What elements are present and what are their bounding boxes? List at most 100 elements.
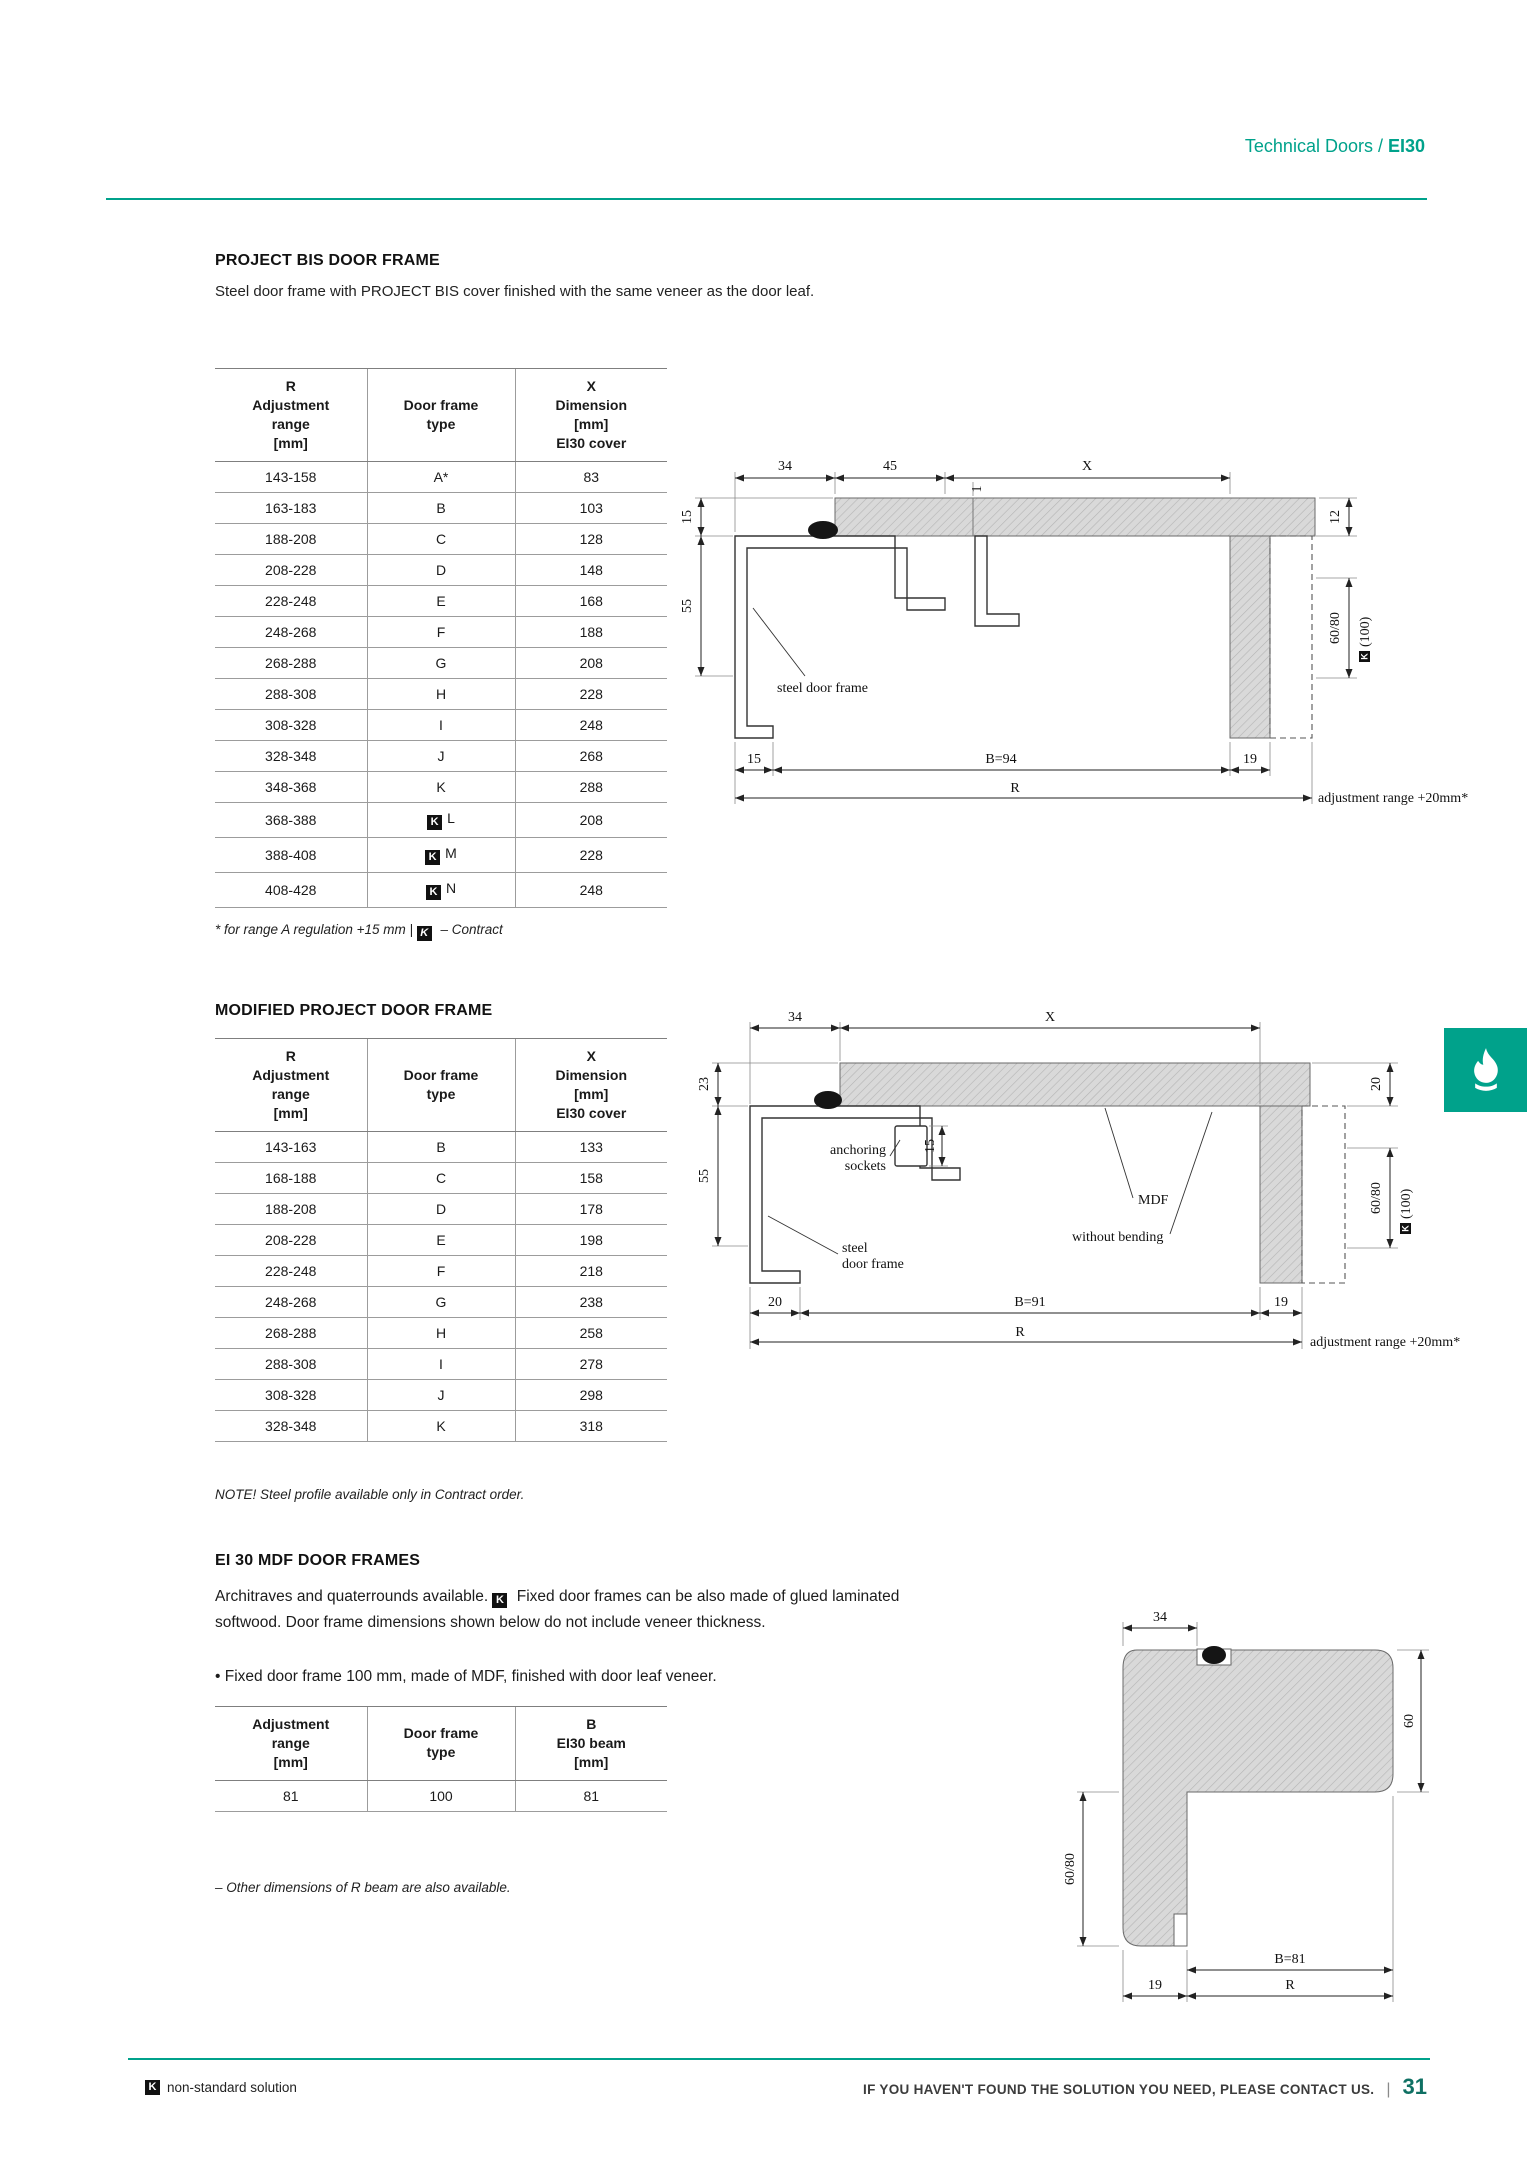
cell-door-frame-type: C [366, 1162, 515, 1194]
column-header: R Adjustment range [mm] [215, 368, 367, 462]
section-title-project-bis: PROJECT BIS DOOR FRAME [215, 252, 440, 269]
page-number: 31 [1402, 2074, 1427, 2099]
legend-text: non-standard solution [167, 2080, 297, 2095]
column-header: Adjustment range [mm] [215, 1706, 367, 1781]
k-mark-icon: K [425, 849, 441, 865]
cell-dimension: 288 [514, 771, 667, 803]
dim-19: 19 [1274, 1295, 1288, 1310]
cell-door-frame-type: H [366, 1317, 515, 1349]
door-leaf-section [1259, 1105, 1303, 1284]
cell-door-frame-type: K [366, 771, 515, 803]
label-steel-door-frame-2: door frame [842, 1257, 904, 1272]
cell-adjustment-range: 308-328 [215, 709, 367, 741]
rebate-notch [1173, 1913, 1188, 1947]
dim-15: 15 [923, 1139, 938, 1153]
dim-34: 34 [1153, 1610, 1167, 1625]
modified-project-drawing: 34 X 23 55 15 20 B=91 19 R 20 60/80 K (1… [690, 1008, 1510, 1353]
cell-adjustment-range: 208-228 [215, 554, 367, 586]
footer-contact: IF YOU HAVEN'T FOUND THE SOLUTION YOU NE… [863, 2074, 1427, 2100]
dim-x: X [1082, 459, 1092, 474]
dim-45: 45 [883, 459, 897, 474]
cell-adjustment-range: 81 [215, 1780, 367, 1812]
dim-20-bottom: 20 [768, 1295, 782, 1310]
paragraph-text-continued: Fixed door frames can be also made of gl… [215, 1588, 900, 1631]
header-divider [106, 198, 1427, 200]
label-without-bending: without bending [1072, 1230, 1163, 1245]
cell-dimension: 248 [514, 709, 667, 741]
cell-dimension: 268 [514, 740, 667, 772]
footnote-text: * for range A regulation +15 mm | [215, 922, 413, 937]
cell-dimension: 168 [514, 585, 667, 617]
column-header: X Dimension [mm] EI30 cover [514, 368, 667, 462]
dim-1: 1 [970, 486, 985, 493]
cell-door-frame-type: D [366, 554, 515, 586]
column-header: Door frame type [366, 1038, 515, 1132]
dim-60-80: 60/80 [1369, 1182, 1384, 1214]
cell-door-frame-type: B [366, 492, 515, 524]
cell-dimension: 81 [514, 1780, 667, 1812]
svg-text:K: K [1360, 653, 1370, 660]
dim-34: 34 [788, 1010, 802, 1025]
dim-55: 55 [680, 599, 695, 613]
section-subtitle-project-bis: Steel door frame with PROJECT BIS cover … [215, 283, 815, 300]
contact-message: IF YOU HAVEN'T FOUND THE SOLUTION YOU NE… [863, 2082, 1375, 2097]
column-header: B EI30 beam [mm] [514, 1706, 667, 1781]
steel-frame-rib [974, 535, 1020, 627]
cell-dimension: 188 [514, 616, 667, 648]
cell-dimension: 208 [514, 802, 667, 838]
cell-dimension: 298 [514, 1379, 667, 1411]
k-mark-icon: K [416, 926, 432, 941]
cell-dimension: 228 [514, 837, 667, 873]
dim-60: 60 [1402, 1714, 1417, 1728]
dim-55: 55 [697, 1169, 712, 1183]
label-steel-door-frame-1: steel [842, 1241, 868, 1256]
cell-door-frame-type: E [366, 1224, 515, 1256]
dimension-lines [695, 472, 1357, 804]
footer-separator: | [1386, 2081, 1391, 2098]
paragraph-text: Architraves and quaterrounds available. [215, 1588, 489, 1605]
cell-dimension: 103 [514, 492, 667, 524]
cell-door-frame-type: I [366, 1348, 515, 1380]
cell-adjustment-range: 328-348 [215, 740, 367, 772]
cell-adjustment-range: 188-208 [215, 523, 367, 555]
section-title-mdf-frames: EI 30 MDF DOOR FRAMES [215, 1552, 421, 1569]
mdf-frames-paragraph: Architraves and quaterrounds available. … [215, 1584, 915, 1635]
cell-adjustment-range: 388-408 [215, 837, 367, 873]
k-mark-icon: K [145, 2080, 160, 2095]
label-adjustment-range: adjustment range +20mm* [1310, 1335, 1460, 1350]
mdf-frame-profile [1122, 1649, 1394, 1947]
cell-dimension: 83 [514, 461, 667, 493]
mdf-frames-bullet: • Fixed door frame 100 mm, made of MDF, … [215, 1668, 717, 1685]
dim-r: R [1010, 781, 1020, 796]
dim-60-80: 60/80 [1063, 1853, 1078, 1885]
cross-section-shapes [1122, 1646, 1394, 1947]
cell-adjustment-range: 168-188 [215, 1162, 367, 1194]
k-badge-100: K (100) [1399, 1188, 1414, 1234]
k-mark-icon: K [425, 884, 441, 900]
dimension-lines [712, 1022, 1398, 1349]
cross-section-shapes [734, 497, 1316, 739]
cell-adjustment-range: 228-248 [215, 585, 367, 617]
cell-door-frame-type: J [366, 1379, 515, 1411]
dim-23: 23 [697, 1077, 712, 1091]
adjustment-extension [1301, 1105, 1346, 1284]
dim-b81: B=81 [1274, 1952, 1305, 1967]
dim-12: 12 [1328, 510, 1343, 524]
dim-b94: B=94 [985, 752, 1016, 767]
cell-door-frame-type: F [366, 1255, 515, 1287]
cell-door-frame-type: A* [366, 461, 515, 493]
cell-dimension: 218 [514, 1255, 667, 1287]
project-bis-drawing: 34 45 X 1 15 55 15 B=94 19 R 12 60/80 K … [655, 438, 1505, 833]
dim-19: 19 [1243, 752, 1257, 767]
